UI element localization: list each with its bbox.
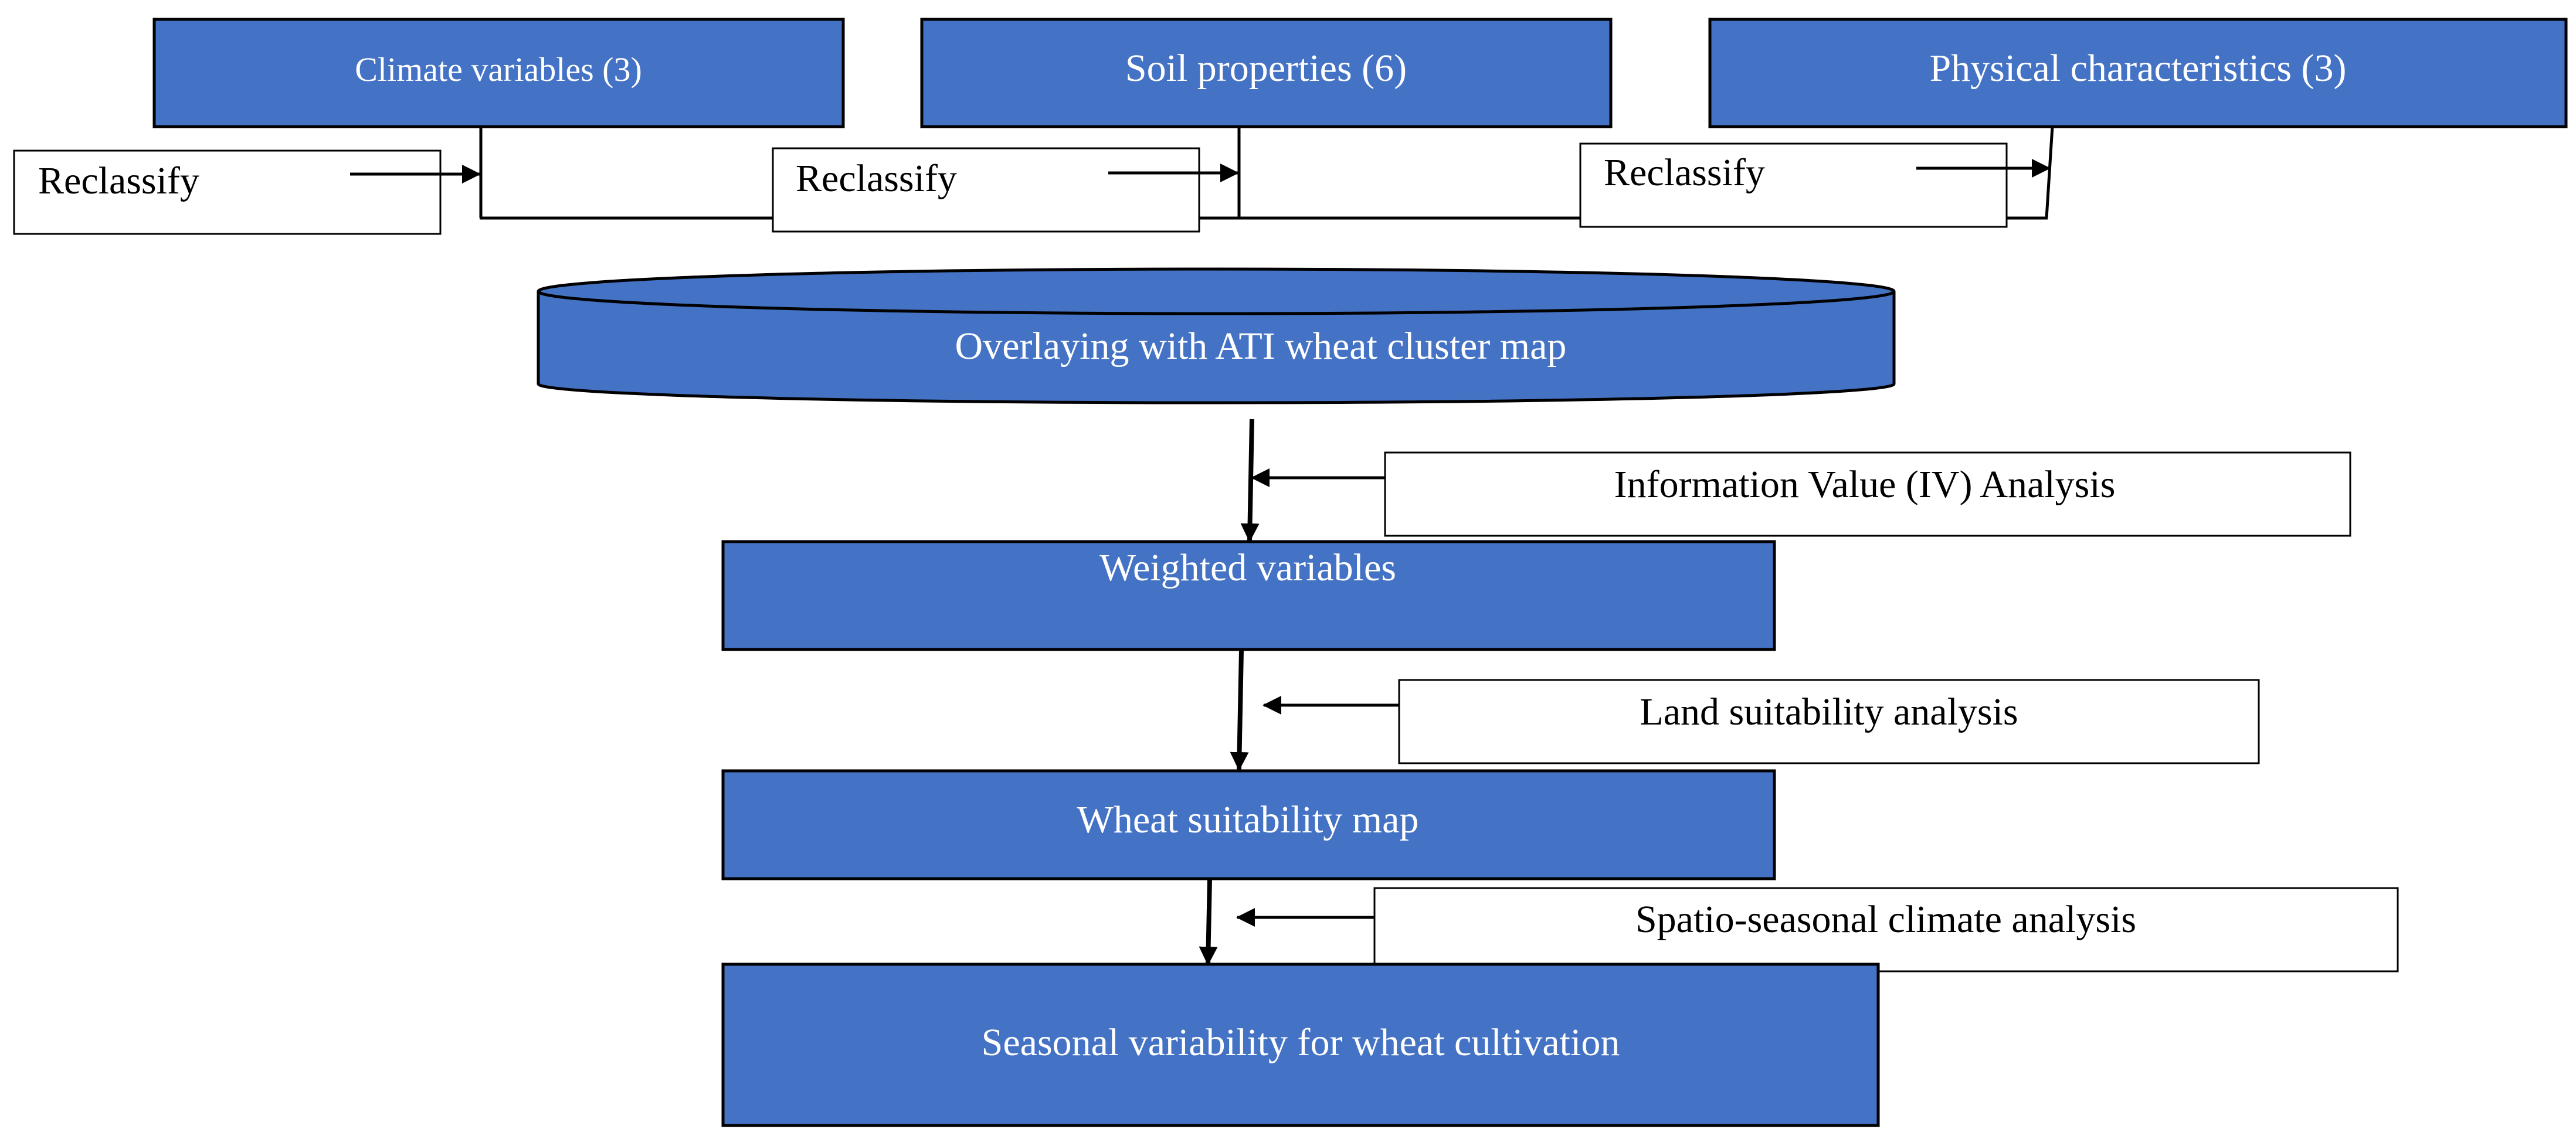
arrow-weighted-to-suitability <box>1230 650 1249 771</box>
wheat-suitability-map-block: Wheat suitability map <box>721 769 1776 880</box>
physical-characteristics-label: Physical characteristics (3) <box>1929 47 2346 90</box>
seasonal-analysis-label: Spatio-seasonal climate analysis <box>1635 898 2136 941</box>
overlay-cylinder: Overlaying with ATI wheat cluster map <box>537 267 1896 404</box>
soil-properties-block: Soil properties (6) <box>920 18 1613 128</box>
weighted-variables-block: Weighted variables <box>721 540 1776 651</box>
land-suitability-box: Land suitability analysis <box>1262 679 2260 764</box>
arrow-suitability-to-seasonal <box>1199 879 1218 965</box>
reclassify-box-physical: Reclassify <box>1579 142 2051 228</box>
climate-variables-block: Climate variables (3) <box>152 18 845 128</box>
seasonal-variability-block: Seasonal variability for wheat cultivati… <box>721 963 1880 1127</box>
iv-analysis-box: Information Value (IV) Analysis <box>1251 451 2351 537</box>
reclassify-label-soil: Reclassify <box>796 157 957 200</box>
arrow-overlay-to-weighted <box>1240 419 1260 542</box>
physical-characteristics-block: Physical characteristics (3) <box>1708 18 2568 128</box>
wheat-suitability-map-label: Wheat suitability map <box>1077 798 1419 841</box>
reclassify-label-climate: Reclassify <box>38 159 199 202</box>
seasonal-variability-label: Seasonal variability for wheat cultivati… <box>982 1021 1620 1064</box>
soil-properties-label: Soil properties (6) <box>1125 47 1407 90</box>
land-suitability-label: Land suitability analysis <box>1640 691 2018 733</box>
overlay-label: Overlaying with ATI wheat cluster map <box>955 325 1567 368</box>
weighted-variables-label: Weighted variables <box>1099 546 1396 589</box>
seasonal-analysis-box: Spatio-seasonal climate analysis <box>1236 887 2399 972</box>
iv-analysis-label: Information Value (IV) Analysis <box>1614 463 2116 506</box>
reclassify-label-physical: Reclassify <box>1604 151 1765 194</box>
climate-variables-label: Climate variables (3) <box>355 50 642 89</box>
reclassify-box-soil: Reclassify <box>772 147 1239 233</box>
reclassify-box-climate: Reclassify <box>13 149 481 235</box>
